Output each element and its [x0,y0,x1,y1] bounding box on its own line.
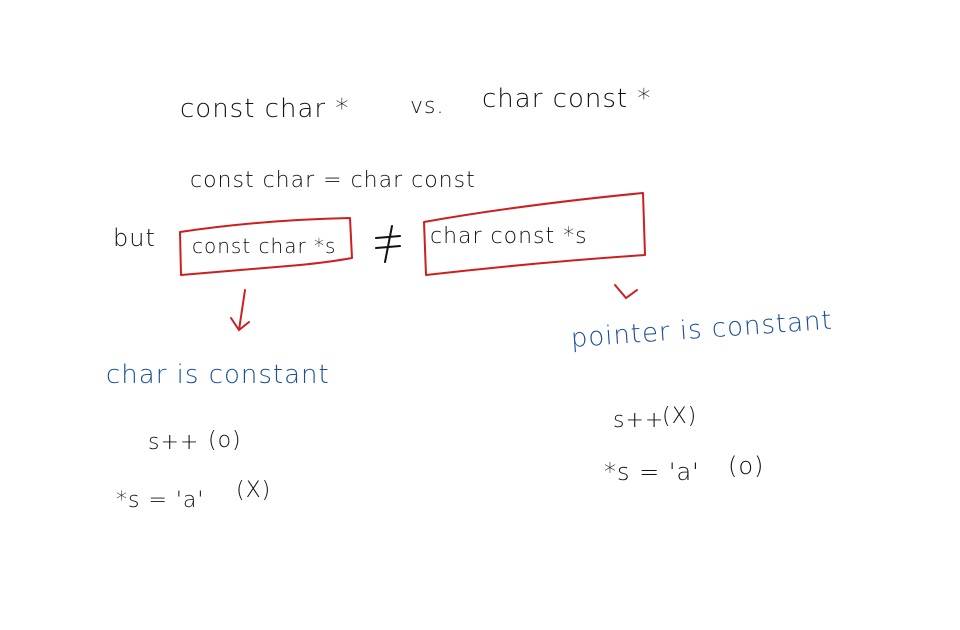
right-line-1-expr: s++ [613,408,665,433]
right-arrow-icon [614,284,638,300]
but-label: but [113,224,156,252]
left-line-1-expr: s++ [148,430,200,455]
equality-statement: const char = char const [190,168,476,193]
left-line-1-result: (o) [208,428,242,453]
right-line-1-result: (X) [662,404,698,429]
title-left: const char * [180,94,350,124]
not-equal-icon [375,225,401,263]
left-line-2-result: (X) [236,478,272,503]
right-line-2-result: (o) [728,452,765,480]
left-line-2-expr: *s = 'a' [116,488,205,513]
left-arrow-icon [230,289,250,332]
right-line-2-expr: *s = 'a' [604,458,700,486]
title-right: char const * [482,84,652,114]
title-vs: vs. [410,94,445,119]
right-expression: char const *s [430,224,588,249]
left-note-label: char is constant [106,360,330,390]
left-highlight-box [179,217,353,276]
right-highlight-box [423,192,646,276]
left-expression: const char *s [192,234,337,258]
